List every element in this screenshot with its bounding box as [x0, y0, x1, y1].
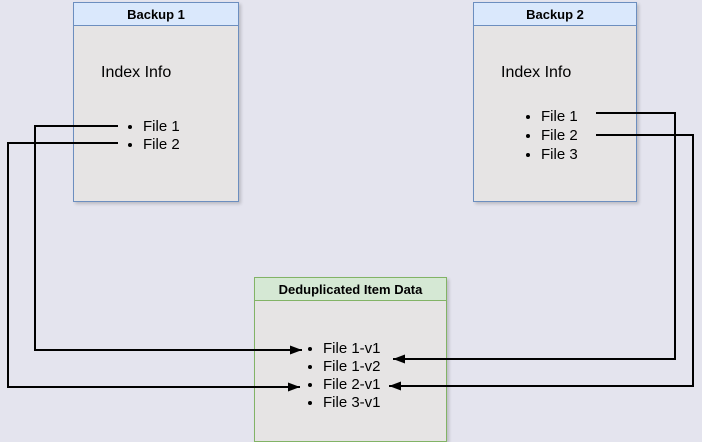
list-item-backup2-file3: File 3 [541, 145, 578, 164]
backup1-title: Backup 1 [74, 3, 238, 26]
list-item-backup1-file2: File 2 [143, 136, 180, 154]
deduplicated-item-data-box: Deduplicated Item Data File 1-v1 File 1-… [254, 277, 447, 442]
list-item-file1-v1: File 1-v1 [323, 340, 381, 358]
list-item-backup1-file1: File 1 [143, 118, 180, 136]
dedup-title: Deduplicated Item Data [255, 278, 446, 301]
backup1-file-list: File 1 File 2 [74, 118, 180, 154]
backup2-index-info-label: Index Info [501, 64, 572, 81]
list-item-backup2-file1: File 1 [541, 107, 578, 126]
backup2-file-list: File 1 File 2 File 3 [474, 107, 578, 164]
dedup-item-list: File 1-v1 File 1-v2 File 2-v1 File 3-v1 [255, 340, 381, 412]
backup2-box: Backup 2 Index Info File 1 File 2 File 3 [473, 2, 637, 202]
list-item-file3-v1: File 3-v1 [323, 394, 381, 412]
list-item-file1-v2: File 1-v2 [323, 358, 381, 376]
backup1-box: Backup 1 Index Info File 1 File 2 [73, 2, 239, 202]
list-item-file2-v1: File 2-v1 [323, 376, 381, 394]
backup1-index-info-label: Index Info [101, 64, 172, 81]
backup2-title: Backup 2 [474, 3, 636, 26]
list-item-backup2-file2: File 2 [541, 126, 578, 145]
